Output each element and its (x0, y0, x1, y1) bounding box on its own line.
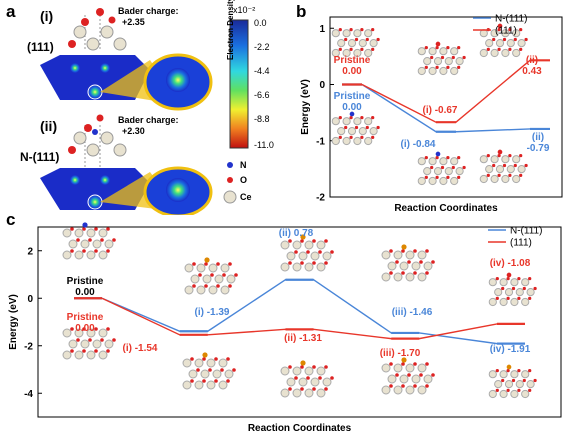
legend-n-dot (227, 162, 233, 168)
legend-ce-label: Ce (240, 192, 252, 202)
cbar-tick-1: -2.2 (254, 42, 270, 52)
legend-o-dot (227, 177, 233, 183)
legend-n-label: N (240, 160, 247, 170)
y-tick-label-2: -1 (316, 136, 325, 147)
struct-i-name: (111) (27, 40, 54, 54)
legend-ce-dot (223, 190, 237, 204)
annotation-3-0: (i) -0.84 (400, 139, 435, 150)
panel-c-letter: c (6, 210, 16, 229)
annotation-1-1: 0.00 (342, 102, 362, 113)
legend-o-label: O (240, 175, 248, 185)
y-tick-label-0: 1 (319, 24, 325, 35)
y-tick-label-3: -2 (316, 193, 325, 204)
structure-thumbnail-8 (381, 357, 435, 395)
y-tick-label-1: 0 (27, 294, 33, 305)
bader-i-value: +2.35 (122, 17, 145, 27)
panel-b-letter: b (296, 2, 307, 21)
annotation-4-0: (ii) 0.78 (279, 228, 314, 239)
structure-thumbnail-9 (488, 364, 537, 399)
annotation-0-0: Pristine (67, 276, 104, 287)
cbar-tick-0: 0.0 (254, 18, 267, 28)
structure-thumbnail-1 (184, 257, 238, 295)
legend-label-0: N-(111) (495, 14, 527, 25)
cbar-tick-3: -6.6 (254, 90, 270, 100)
structure-thumbnail-4 (417, 151, 466, 186)
annotation-6-0: (iii) -1.46 (392, 307, 433, 318)
y-tick-label-1: 0 (319, 80, 325, 91)
bader-i-title: Bader charge: (118, 6, 179, 16)
legend-label-1: (111) (510, 238, 532, 249)
bader-ii-value: +2.30 (122, 126, 145, 136)
struct-ii-roman: (ii) (40, 118, 58, 134)
structure-thumbnail-7 (280, 360, 334, 398)
annotation-5-0: (ii) -1.31 (284, 333, 322, 344)
structure-thumbnail-1 (417, 41, 466, 76)
annotation-0-0: Pristine (334, 55, 371, 66)
colorbar-title: Electron Density (226, 0, 235, 60)
annotation-4-0: (ii) (526, 55, 538, 66)
y-axis-title: Energy (eV) (8, 294, 19, 350)
annotation-3-0: (i) -1.54 (122, 343, 157, 354)
plot-frame (329, 16, 563, 198)
y-tick-label-3: -4 (24, 389, 33, 400)
panel-a-letter: a (6, 2, 16, 21)
y-tick-label-0: 2 (27, 246, 33, 257)
colorbar (229, 19, 249, 149)
slab-ii-atoms (68, 114, 127, 175)
legend-label-1: (111) (495, 26, 517, 37)
annotation-5-1: -0.79 (527, 143, 550, 154)
annotation-1-1: 0.00 (75, 323, 95, 334)
structure-thumbnail-2 (280, 234, 334, 272)
annotation-5-0: (ii) (532, 132, 544, 143)
structure-thumbnail-0 (331, 27, 380, 58)
annotation-2-0: (i) -0.67 (422, 105, 457, 116)
annotation-0-1: 0.00 (75, 287, 95, 298)
struct-ii-name: N-(111) (20, 150, 60, 164)
structure-thumbnail-4 (488, 272, 537, 307)
annotation-8-0: (iv) -1.91 (490, 344, 531, 355)
panel-a-graphics (40, 8, 249, 215)
plot-frame (37, 226, 562, 418)
cbar-tick-4: -8.8 (254, 114, 270, 124)
colorbar-exponent: x10⁻² (233, 5, 256, 15)
cbar-tick-5: -11.0 (254, 140, 274, 150)
structure-thumbnail-2 (479, 23, 528, 58)
cbar-tick-2: -4.4 (254, 66, 270, 76)
structure-thumbnail-5 (62, 327, 116, 360)
x-axis-title: Reaction Coordinates (248, 423, 352, 434)
annotation-4-1: 0.43 (522, 66, 542, 77)
bader-ii-title: Bader charge: (118, 115, 179, 125)
annotation-9-0: (iv) -1.08 (490, 258, 531, 269)
annotation-1-0: Pristine (334, 91, 371, 102)
structure-thumbnail-6 (182, 352, 236, 390)
x-axis-title: Reaction Coordinates (394, 203, 498, 214)
annotation-1-0: Pristine (67, 312, 104, 323)
annotation-7-0: (iii) -1.70 (380, 348, 421, 359)
structure-thumbnail-5 (479, 149, 528, 184)
y-axis-title: Energy (eV) (300, 79, 311, 135)
y-tick-label-2: -2 (24, 341, 33, 352)
struct-i-roman: (i) (40, 8, 54, 24)
legend-label-0: N-(111) (510, 226, 542, 237)
structure-thumbnail-3 (331, 111, 380, 146)
structure-thumbnail-3 (381, 244, 435, 282)
slab-i-atoms (68, 8, 127, 51)
annotation-0-1: 0.00 (342, 66, 362, 77)
structure-thumbnail-0 (62, 222, 116, 260)
annotation-2-0: (i) -1.39 (194, 307, 229, 318)
